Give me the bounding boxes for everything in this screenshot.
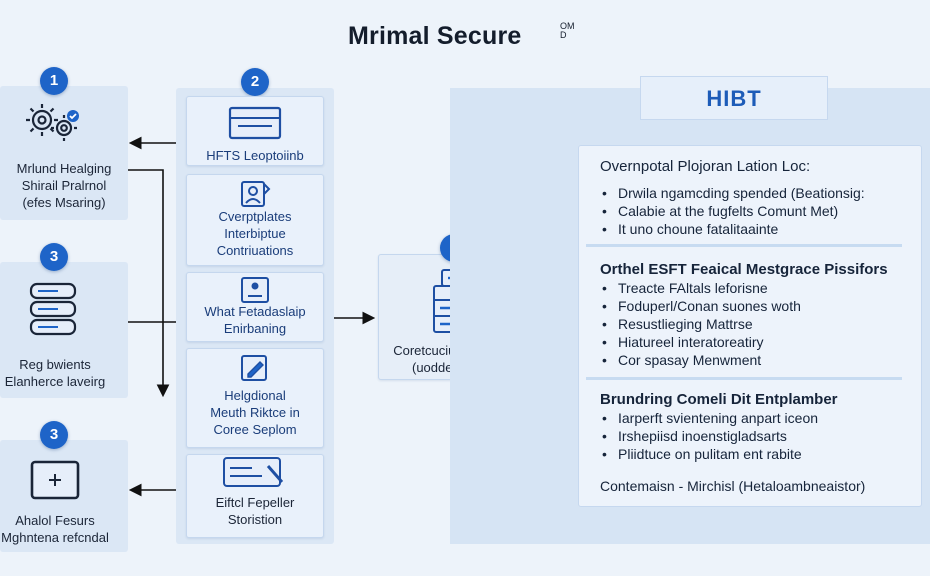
column-2-card-2-line-2: Interbiptue [224,226,286,241]
pencil-doc-icon [241,355,267,381]
section-2-bullet-2-text: Foduperl/Conan suones woth [618,298,801,314]
step-badge-3b: 3 [40,421,68,449]
section-3-bullet-2-text: Irshepiisd inoenstigladsarts [618,428,787,444]
left-item-3-line-1: Ahalol Fesurs [15,513,95,528]
divider-1 [586,244,902,247]
step-badge-2: 2 [241,68,269,96]
left-item-2-text: Reg bwients Elanherce laveirg [0,356,110,390]
user-doc-icon [241,181,271,207]
section-2-bullet-5-text: Cor spasay Menwment [618,352,762,368]
credit-card-icon [223,457,284,487]
right-header: HIBT [640,76,828,120]
section-3-bullet-1: •Iarperft svientening anpart iceon [602,410,819,426]
column-2-card-3-text: What Fetadaslaip Enirbaning [186,303,324,337]
section-1-bullet-1: •Drwila ngamcding spended (Beationsig: [602,185,865,201]
column-2-card-4-line-1: Helgdional [224,388,286,403]
left-item-3-line-2: Mghntena refcndal [1,530,109,545]
column-2-card-5-line-1: Eiftcl Fepeller [215,495,295,510]
column-2-card-3-line-2: Enirbaning [223,321,287,336]
section-2-bullet-4-text: Hiatureel interatoreatiry [618,334,764,350]
section-3-bullet-3: •Pliidtuce on pulitam ent rabite [602,446,802,462]
section-1-bullet-1-text: Drwila ngamcding spended (Beationsig: [618,185,865,201]
section-3-title: Brundring Comeli Dit Entplamber [600,391,838,408]
left-item-3-text: Ahalol Fesurs Mghntena refcndal [0,512,110,546]
left-item-1-text: Mrlund Healging Shirail Pralrnol (efes M… [0,160,128,211]
step-badge-3a: 3 [40,243,68,271]
section-2-bullet-2: •Foduperl/Conan suones woth [602,298,801,314]
column-2-card-4-line-2: Meuth Riktce in [210,405,300,420]
section-1-bullet-2-text: Calabie at the fugfelts Comunt Met) [618,203,839,219]
window-icon [228,106,282,140]
column-2-card-2-line-3: Contriuations [216,243,294,258]
section-1-bullet-3-text: It uno choune fatalitaainte [618,221,779,237]
divider-2 [586,377,902,380]
column-2-card-2-line-1: Cverptplates [218,209,292,224]
storage-stack-icon [29,282,77,336]
section-3-bullet-3-text: Pliidtuce on pulitam ent rabite [618,446,802,462]
section-2-bullet-4: •Hiatureel interatoreatiry [602,334,764,350]
step-badge-1: 1 [40,67,68,95]
left-item-1-line-2: Shirail Pralrnol [21,178,107,193]
section-2-bullet-3: •Resustlieging Mattrse [602,316,753,332]
section-2-bullet-1: •Treacte FAltals leforisne [602,280,768,296]
section-2-bullet-3-text: Resustlieging Mattrse [618,316,753,332]
left-item-1-line-3: (efes Msaring) [22,195,106,210]
gears-icon [26,104,79,141]
column-2-card-5-line-2: Storistion [227,512,283,527]
section-1-bullet-2: •Calabie at the fugfelts Comunt Met) [602,203,839,219]
section-2-bullet-1-text: Treacte FAltals leforisne [618,280,768,296]
id-card-icon [241,277,269,303]
column-2-card-4-text: Helgdional Meuth Riktce in Coree Seplom [186,387,324,438]
section-3-bullet-1-text: Iarperft svientening anpart iceon [618,410,819,426]
column-2-card-4-line-3: Coree Seplom [213,422,297,437]
section-3-bullet-2: •Irshepiisd inoenstigladsarts [602,428,787,444]
connector-down [128,169,170,398]
section-1-title: Overnpotal Plojoran Lation Loc: [600,158,811,175]
monitor-plus-icon [30,460,80,500]
column-2-card-3-line-1: What Fetadaslaip [204,304,306,319]
detail-footer: Contemaisn - Mirchisl (Hetaloambneaistor… [600,478,866,494]
column-2-card-1-text: HFTS Leoptoiinb [186,147,324,164]
column-2-card-1-line-1: HFTS Leoptoiinb [206,148,304,163]
column-2-card-2-text: Cverptplates Interbiptue Contriuations [186,208,324,259]
left-item-2-line-2: Elanherce laveirg [4,374,106,389]
left-box-1 [0,86,128,220]
detail-card [578,145,922,507]
left-item-2-line-1: Reg bwients [19,357,91,372]
diagram-title: Mrimal Secure [348,22,522,50]
section-2-title: Orthel ESFT Feaical Mestgrace Pissifors [600,261,888,278]
column-2-card-5-text: Eiftcl Fepeller Storistion [186,494,324,528]
section-2-bullet-5: •Cor spasay Menwment [602,352,762,368]
section-1-bullet-3: •It uno choune fatalitaainte [602,221,779,237]
left-item-1-line-1: Mrlund Healging [16,161,112,176]
